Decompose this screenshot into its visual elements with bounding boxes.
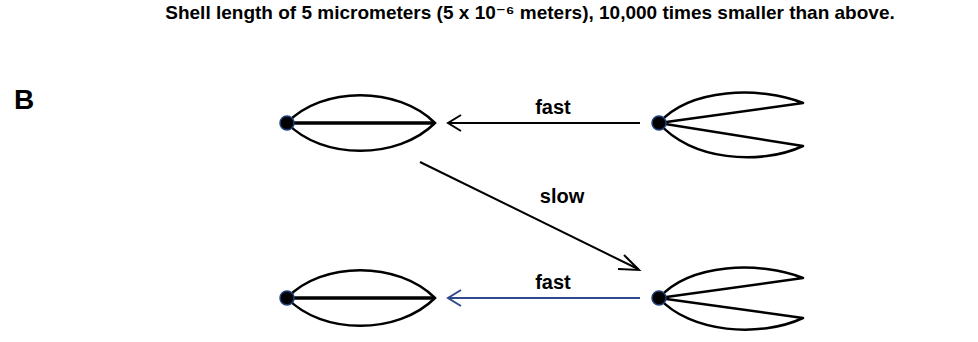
lower-valve: [659, 298, 803, 330]
hinge-dot: [652, 291, 666, 305]
lower-valve: [659, 123, 803, 157]
arrow-head: [618, 255, 639, 270]
rate-label: fast: [535, 96, 571, 119]
upper-valve: [659, 268, 803, 298]
hinge-dot: [280, 291, 294, 305]
closed-shell: [280, 95, 435, 151]
rate-label: slow: [540, 185, 584, 208]
hinge-line: [287, 121, 435, 125]
hinge-line: [287, 296, 435, 300]
arrow-line: [449, 297, 640, 299]
open-shell: [652, 93, 803, 158]
upper-valve: [659, 93, 803, 123]
shell-outline: [287, 95, 435, 151]
closed-shell: [280, 270, 435, 326]
arrow-line: [420, 162, 638, 269]
rate-label: fast: [535, 271, 571, 294]
arrow-line: [449, 122, 640, 124]
figure-heading: Shell length of 5 micrometers (5 x 10⁻⁶ …: [165, 2, 894, 24]
open-shell: [652, 268, 803, 330]
slow-arrow: [420, 162, 639, 270]
hinge-dot: [280, 116, 294, 130]
panel-letter: B: [14, 84, 34, 116]
arrow-head: [448, 290, 461, 306]
arrow-head: [448, 115, 461, 131]
hinge-dot: [652, 116, 666, 130]
shell-outline: [287, 270, 435, 326]
